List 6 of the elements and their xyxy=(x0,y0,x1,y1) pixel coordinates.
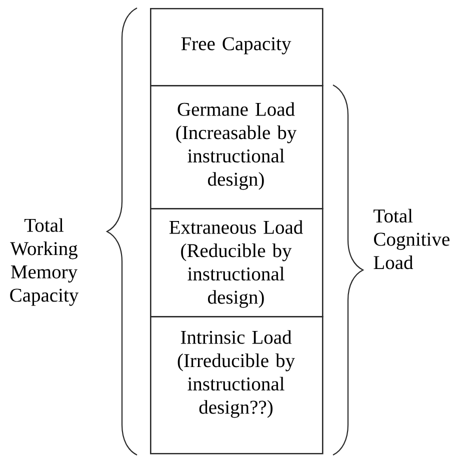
stack-cell: Free Capacity xyxy=(150,8,324,86)
brace-label: Total Working Memory Capacity xyxy=(10,218,79,306)
stack-cell: Extraneous Load (Reducible by instructional design) xyxy=(150,208,324,318)
brace-label: Total Cognitive Load xyxy=(374,208,450,270)
stack-cell: Germane Load (Increasable by instructional design) xyxy=(150,85,324,210)
stack-cell: Intrinsic Load (Irreducible by instructional design??) xyxy=(150,316,324,454)
